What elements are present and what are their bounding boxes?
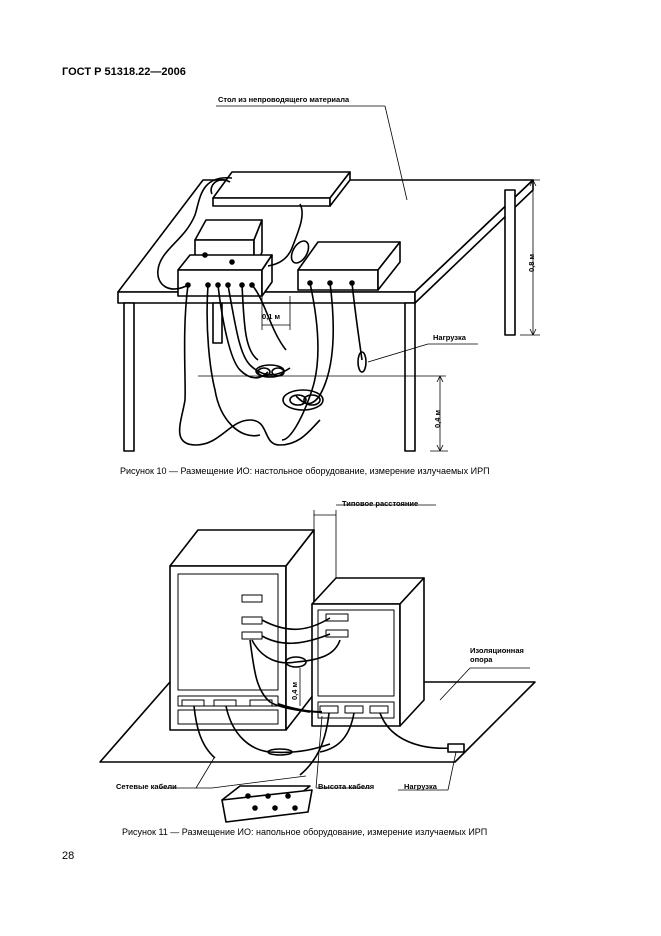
label-cable-height: Высота кабеля <box>318 782 375 791</box>
table-leg-back-right <box>505 190 515 335</box>
table-leg-back-left <box>213 303 222 343</box>
figure-10-caption: Рисунок 10 — Размещение ИО: настольное о… <box>120 466 490 476</box>
load-device-fig11 <box>448 744 464 752</box>
figure-10-drawing <box>0 0 661 470</box>
label-power-cables: Сетевые кабели <box>116 782 177 791</box>
table-leg-front-left <box>124 303 134 451</box>
cable-bundle-top <box>268 204 302 266</box>
label-typical-distance: Типовое расстояние <box>342 499 419 508</box>
figure-11-drawing <box>0 0 661 860</box>
cable-coil-lower <box>283 390 323 410</box>
cable-mouse <box>158 178 232 289</box>
document-header: ГОСТ Р 51318.22—2006 <box>62 66 186 78</box>
label-load-fig10: Нагрузка <box>433 333 466 342</box>
cable-coil-fig11 <box>286 657 306 667</box>
page-number: 28 <box>62 850 75 862</box>
label-load-fig11: Нагрузка <box>404 782 437 791</box>
cables-hanging <box>180 285 320 445</box>
figure-11-caption: Рисунок 11 — Размещение ИО: напольное об… <box>122 827 488 837</box>
label-distance-01: 0,1 м <box>262 312 281 321</box>
label-insulating-support: Изоляционная опора <box>470 646 524 664</box>
label-table-material: Стол из непроводящего материала <box>218 95 350 104</box>
label-height-04-fig11: 0,4 м <box>290 681 299 700</box>
load-device <box>358 352 366 372</box>
table-leg-front-right <box>405 303 415 451</box>
